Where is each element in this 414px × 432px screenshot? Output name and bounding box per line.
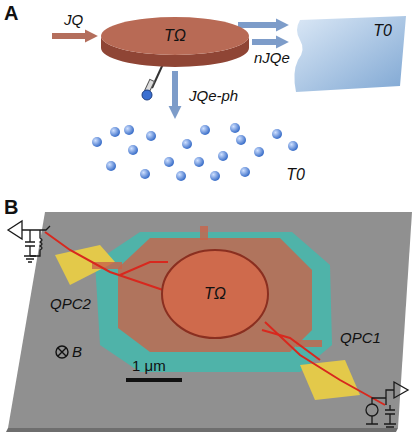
heat-input-arrow [52, 33, 86, 39]
heat-flow-arrow [252, 39, 277, 45]
edge-label: JQe-ph [187, 88, 240, 105]
node-label: T0 [373, 22, 392, 40]
node-label: TΩ [164, 27, 186, 45]
circuit [8, 221, 408, 427]
phonon-bath: T0 [85, 122, 307, 186]
island-disc: TΩ [160, 248, 270, 340]
cold-reservoir: T0 [292, 14, 408, 96]
qpc-label: QPC1 [340, 330, 381, 347]
node-label: T0 [286, 166, 305, 184]
qpc-label: QPC2 [50, 296, 91, 313]
scale-bar [126, 378, 182, 382]
phonon-spheres [85, 122, 307, 186]
sample-plate [6, 212, 412, 432]
heat-current-label: JQ [64, 12, 83, 29]
channel-arrow [238, 22, 277, 28]
panel-letter: B [4, 196, 18, 218]
field-label: B [72, 344, 82, 361]
edge-label: nJQe [252, 50, 292, 67]
field-symbol [56, 346, 68, 358]
scale-label: 1 μm [132, 358, 166, 375]
edge-channel [45, 232, 385, 405]
node-label: TΩ [204, 285, 226, 303]
thermometer [142, 64, 163, 100]
panel-letter: A [4, 2, 18, 24]
hot-island: TΩ [100, 15, 250, 69]
heat-flow-arrow [172, 71, 178, 107]
